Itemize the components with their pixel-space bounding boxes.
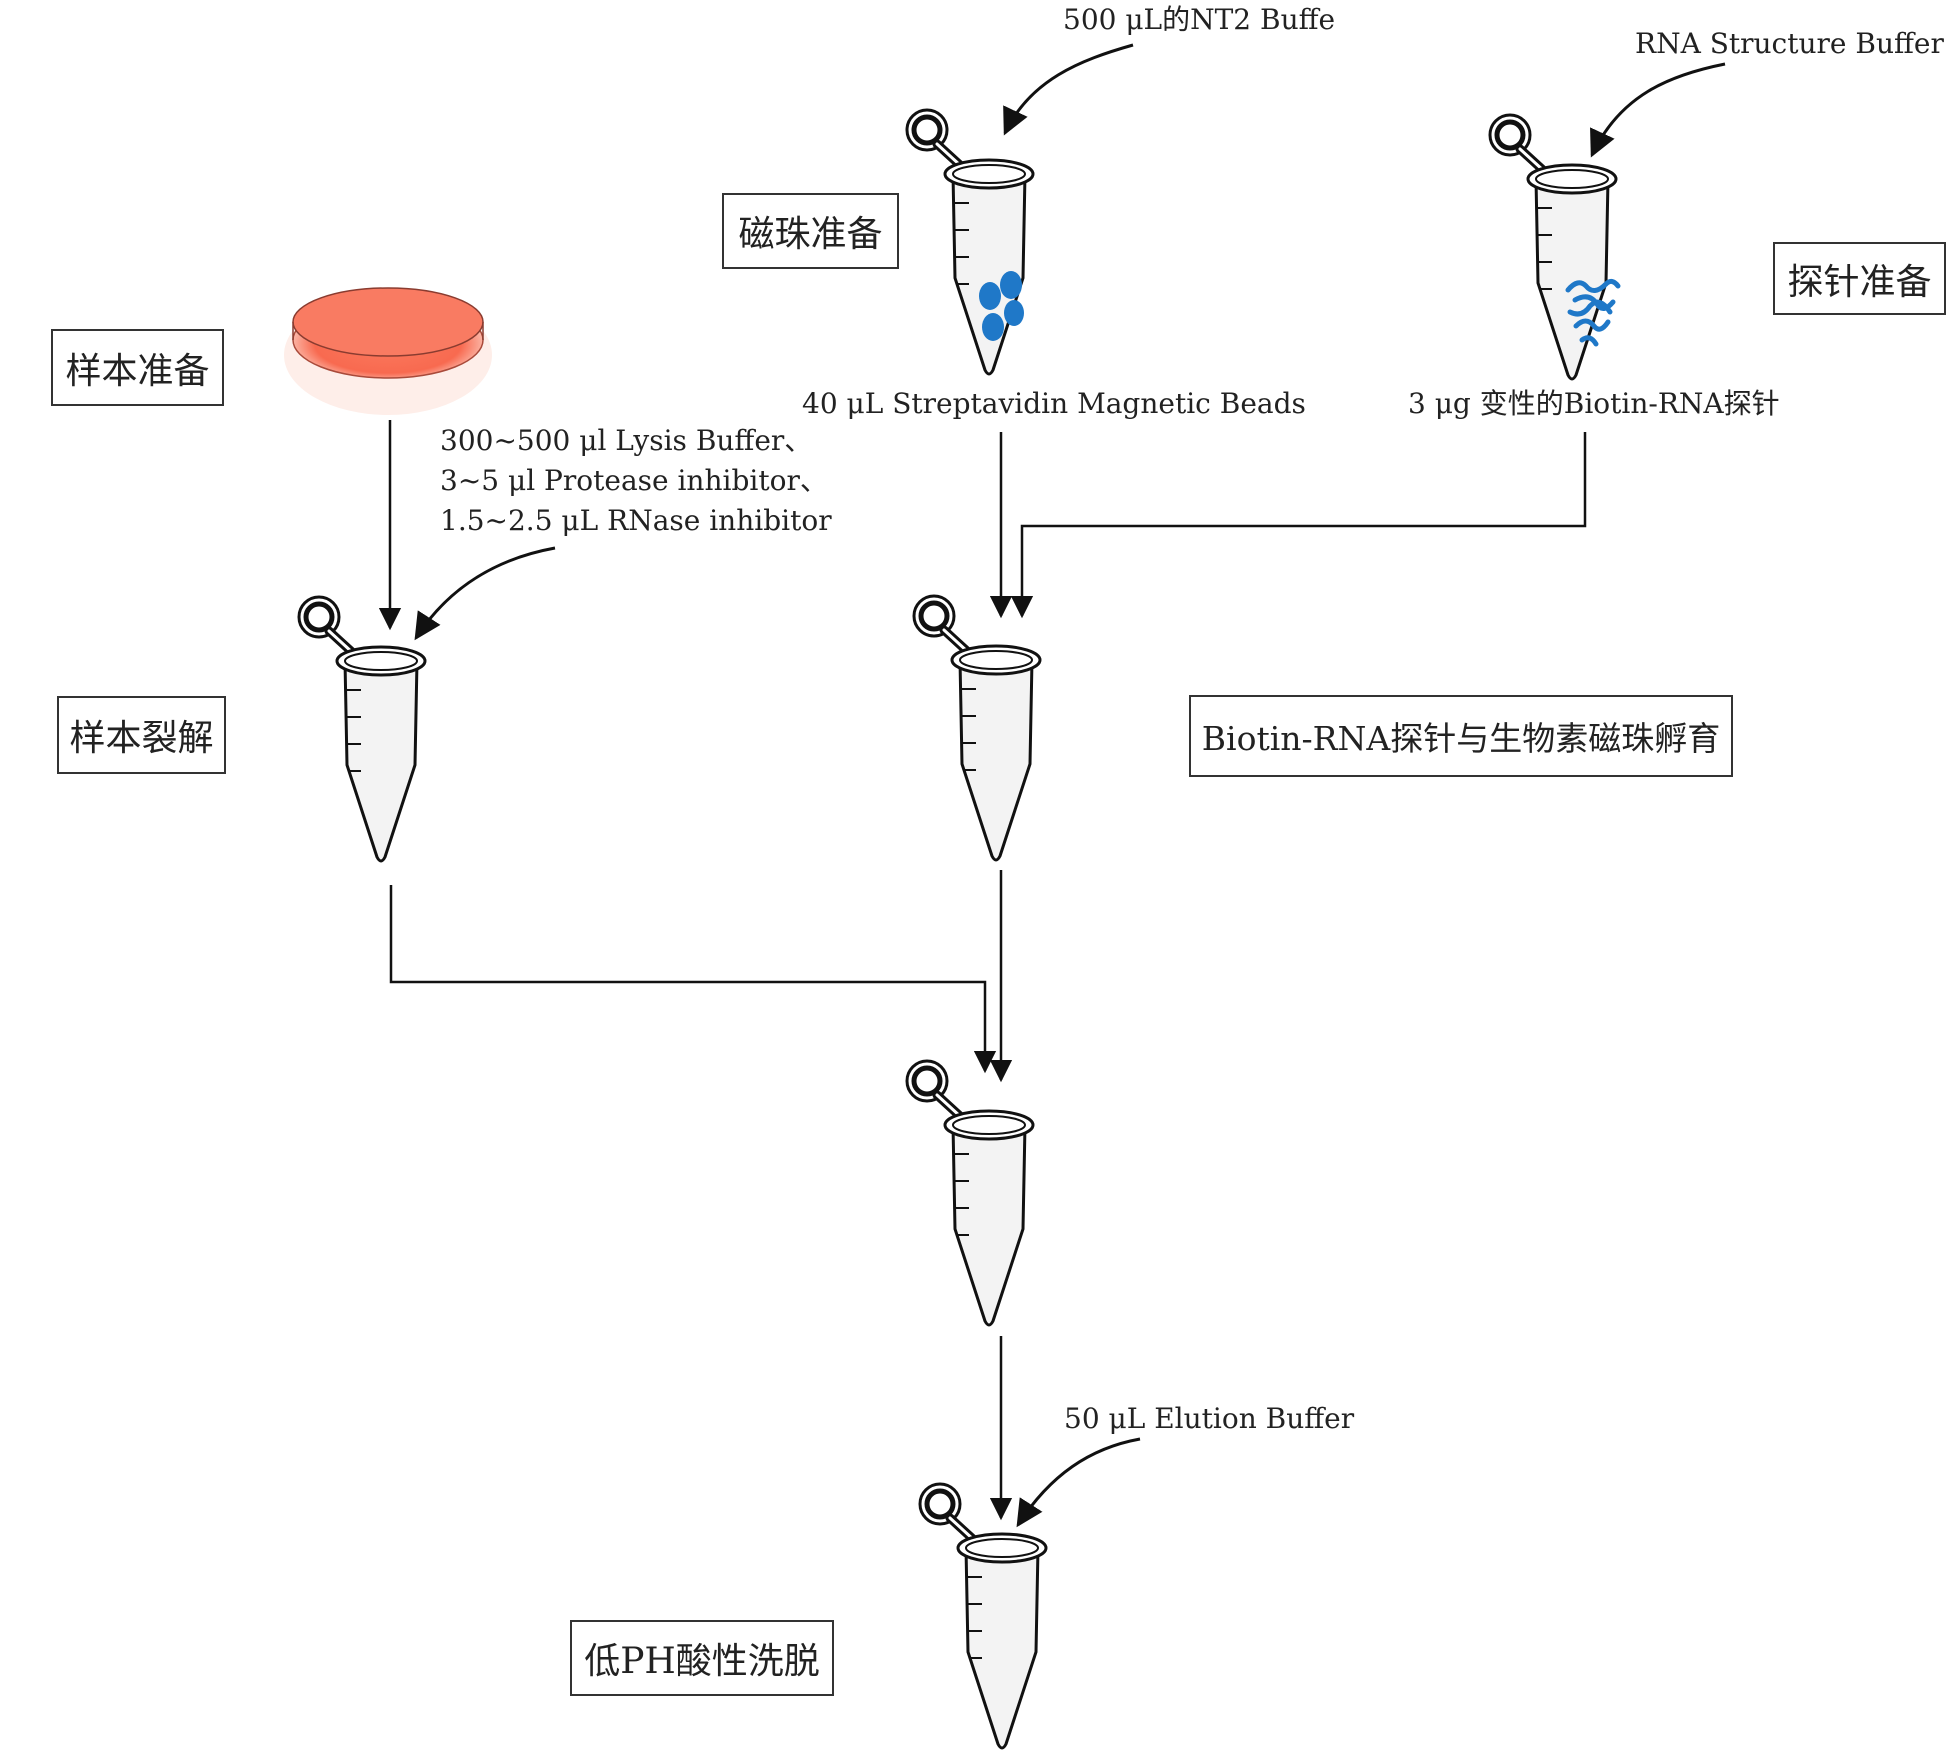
elution-buffer-label: 50 μL Elution Buffer [1064, 1402, 1355, 1435]
step-probe-prep: 探针准备 [1773, 242, 1946, 315]
lysis-tube-icon [299, 597, 425, 861]
arrow-lysis-to-mix [389, 885, 997, 1074]
lysis-reagents-line2: 3~5 μl Protease inhibitor、 [440, 464, 828, 497]
magnetic-beads-icon [979, 271, 1024, 341]
step-sample-lysis: 样本裂解 [57, 696, 226, 774]
step-sample-prep: 样本准备 [51, 329, 224, 406]
nt2-buffer-label: 500 μL的NT2 Buffe [1063, 3, 1336, 36]
arrow-rna-structure-buffer [1590, 62, 1726, 158]
beads-tube-icon [907, 110, 1033, 374]
probe-tube-icon [1490, 115, 1616, 379]
step-incubation: Biotin-RNA探针与生物素磁珠孵育 [1189, 695, 1733, 777]
rna-probe-icon [1565, 278, 1621, 347]
lysis-reagents-line3: 1.5~2.5 μL RNase inhibitor [440, 504, 832, 537]
arrow-elution-buffer [1016, 1437, 1141, 1528]
lysis-reagents-line1: 300~500 μl Lysis Buffer、 [440, 424, 813, 457]
beads-label: 40 μL Streptavidin Magnetic Beads [802, 387, 1306, 420]
rna-structure-buffer-label: RNA Structure Buffer [1635, 27, 1944, 60]
arrow-lysis-reagents [414, 546, 556, 641]
step-elution: 低PH酸性洗脱 [570, 1620, 834, 1696]
mix-tube-icon [907, 1061, 1033, 1325]
petri-dish-icon [284, 287, 492, 415]
step-bead-prep: 磁珠准备 [722, 193, 899, 269]
arrow-probe-to-incubation [1010, 432, 1587, 619]
incubation-tube-icon [914, 596, 1040, 860]
arrow-nt2-buffer [1003, 43, 1134, 136]
elution-tube-icon [920, 1484, 1046, 1748]
probe-label: 3 μg 变性的Biotin-RNA探针 [1408, 387, 1780, 420]
